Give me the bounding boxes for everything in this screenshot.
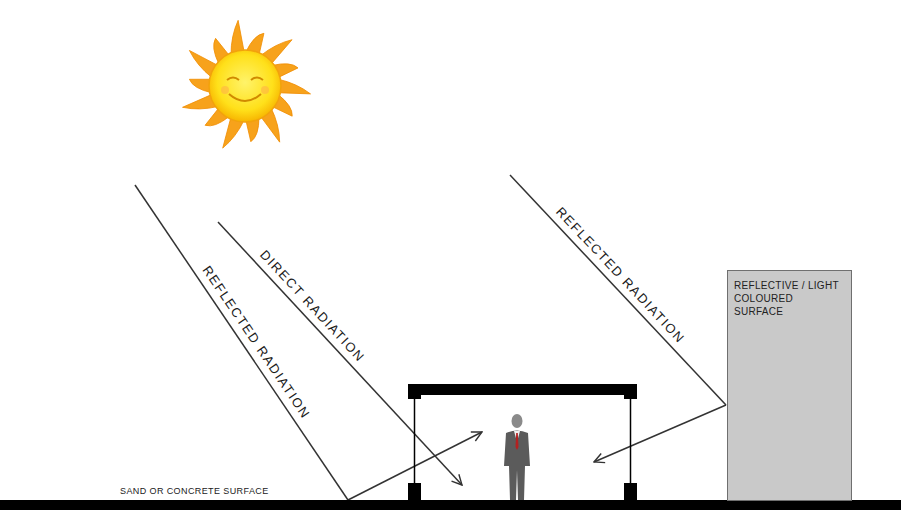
person-tie xyxy=(516,433,519,450)
column-base xyxy=(624,483,637,501)
surface-label: SAND OR CONCRETE SURFACE xyxy=(120,486,269,497)
reflected-ray xyxy=(510,175,726,405)
sun-cheek xyxy=(221,86,229,94)
sun-icon xyxy=(183,20,311,148)
sun-smile xyxy=(229,94,261,101)
person-suit xyxy=(504,431,530,501)
canopy-shelter xyxy=(408,384,637,501)
sun-rays xyxy=(183,20,311,148)
reflective-wall: REFLECTIVE / LIGHT COLOURED SURFACE xyxy=(727,270,852,501)
sun-cheek xyxy=(261,86,269,94)
sun-eye xyxy=(227,78,239,81)
column xyxy=(630,396,632,484)
canopy-roof xyxy=(408,384,637,395)
radiation-label: DIRECT RADIATION xyxy=(257,247,368,365)
surface-label: REFLECTIVE / LIGHT COLOURED SURFACE xyxy=(728,271,851,318)
sun-ray xyxy=(278,79,310,94)
reflected-ray xyxy=(135,185,348,500)
radiation-label: REFLECTED RADIATION xyxy=(553,204,688,346)
ground-surface xyxy=(0,500,901,510)
sun-eye xyxy=(251,78,263,81)
person-figure xyxy=(504,414,530,500)
sun-disc xyxy=(209,50,281,122)
column xyxy=(414,396,416,484)
person-head xyxy=(512,414,523,428)
reflected-ray-arrow xyxy=(594,405,726,462)
column-base xyxy=(408,483,421,501)
